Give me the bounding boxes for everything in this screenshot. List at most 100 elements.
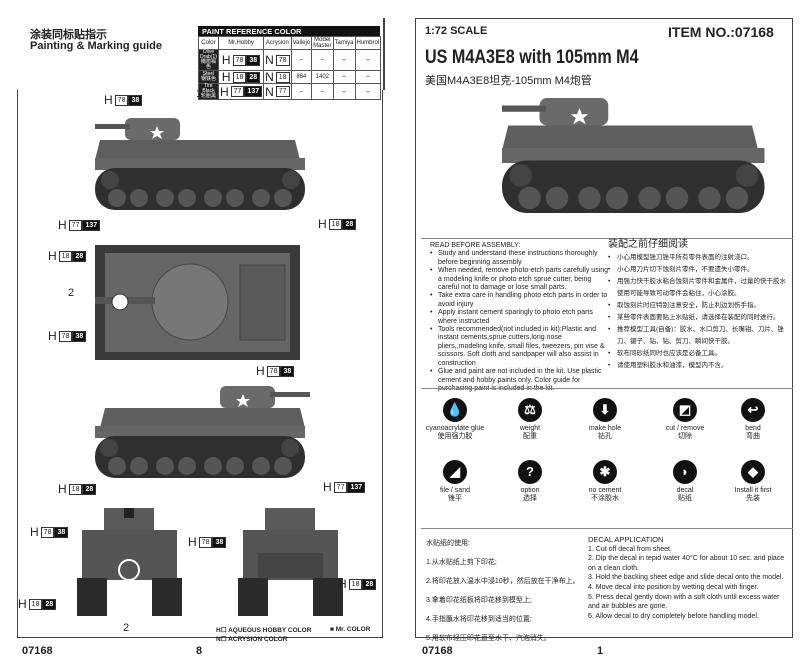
decal-step: 1. Cut off decal from sheet.: [588, 545, 672, 553]
symbol-label-en: cut / remove: [665, 425, 705, 432]
symbol-label-cn: 先装: [746, 495, 760, 502]
decal-step: 3. Hold the backing sheet edge and slide…: [588, 574, 784, 582]
item-number: ITEM NO.:07168: [668, 24, 774, 40]
weight-icon: ⚖: [518, 398, 542, 422]
section-heading: 装配之前仔细阅读: [608, 239, 688, 250]
symbol-label-en: no cement: [588, 487, 622, 494]
instruction-item: 用强力快干胶水粘合蚀刻片零件和金属件，过量的快干胶水使用可能导致可动零件会粘住，…: [608, 276, 791, 300]
tank-front-view: [77, 508, 182, 616]
tank-rear-view: [238, 508, 343, 616]
read-before-assembly-en: READ BEFORE ASSEMBLY: Study and understa…: [430, 242, 610, 393]
symbol-label-cn: 钻孔: [598, 433, 612, 440]
instruction-item: 取蚀刻片时应特别注意安全，防止利边划伤手指。: [608, 300, 791, 312]
header-cell: Vallejo: [290, 36, 313, 50]
marker-2: 2: [68, 287, 75, 299]
color-name: Steel 钢铁色: [198, 70, 219, 84]
vallejo-code: 864: [290, 70, 313, 84]
divider: [421, 388, 793, 389]
section-heading: DECAL APPLICATION: [588, 535, 664, 544]
divider: [421, 238, 793, 239]
symbol-label-cn: 使用强力胶: [437, 433, 473, 440]
table-caption: PAINT REFERENCE COLOR: [198, 26, 380, 36]
symbol-label-en: file / sand: [440, 487, 470, 494]
decal-step: 4.手指蘸水将印花移到适当的位置;: [426, 616, 532, 623]
legend-aqueous: H☐ AQUEOUS HOBBY COLOR: [216, 627, 312, 634]
decal-instructions-cn: 水贴纸的使用: 1.从水贴纸上剪下印花; 2.将印花放入温水中浸10秒，然后放在…: [426, 534, 591, 648]
symbol-label-en: option: [520, 487, 540, 494]
symbol-label-en: make hole: [588, 425, 622, 432]
legend-acrysion: N☐ ACRYSION COLOR: [216, 636, 288, 643]
decal-instructions-en: DECAL APPLICATION 1. Cut off decal from …: [588, 535, 788, 621]
footer-page-number: 1: [597, 645, 604, 657]
tamiya-code: –: [332, 70, 356, 84]
left-page-frame: [17, 90, 383, 638]
instruction-item: 请使用塑料胶水和油漆，模型内不含。: [608, 360, 791, 372]
section-heading: 水贴纸的使用:: [426, 540, 470, 547]
symbol-label-en: Install it first: [734, 487, 772, 494]
symbol-label-cn: 切除: [678, 433, 692, 440]
symbol-label-en: bend: [745, 425, 761, 432]
tamiya-code: –: [332, 83, 356, 100]
instruction-item: 小心用模型锉刀锉平所有零件表面的注射浇口。: [608, 252, 791, 264]
instruction-item: Study and understand these instructions …: [430, 250, 610, 267]
instruction-item: 软布同砂纸同时也应该是必备工具。: [608, 348, 791, 360]
tank-side-view-left: [95, 118, 305, 210]
model-title-cn: 美国M4A3E8坦克-105mm M4炮管: [425, 75, 592, 87]
frame-edge: [383, 18, 385, 90]
decal-step: 5. Press decal gently down with a soft c…: [588, 593, 780, 611]
humbrol-code: –: [354, 83, 382, 100]
decal-step: 5.用软布轻压印花直至水干、汽泡消失。: [426, 635, 551, 642]
knife-icon: ◩: [673, 398, 697, 422]
tank-side-view-right: [95, 386, 310, 478]
header-cell: Model Master: [311, 36, 334, 50]
decal-step: 3.拿着印花纸板将印花移到模型上;: [426, 597, 532, 604]
instruction-item: 小心用刀片切下蚀刻片零件，不要遗失小零件。: [608, 264, 791, 276]
scale-label: 1:72 SCALE: [425, 25, 488, 37]
read-before-assembly-cn: 装配之前仔细阅读 小心用模型锉刀锉平所有零件表面的注射浇口。 小心用刀片切下蚀刻…: [608, 238, 791, 372]
symbol-label-cn: 贴纸: [678, 495, 692, 502]
color-name: Olive Drab(1) 橄榄褐色: [198, 49, 219, 71]
drill-icon: ⬇: [593, 398, 617, 422]
header-cell: Color: [198, 36, 219, 50]
instruction-item: When needed, remove photo-etch parts car…: [430, 267, 610, 292]
decal-icon: ◗: [673, 460, 697, 484]
model-title-en: US M4A3E8 with 105mm M4: [425, 47, 639, 68]
instruction-item: Take extra care in handling photo etch p…: [430, 292, 610, 309]
symbol-label-en: decal: [676, 487, 694, 494]
footer-item-number: 07168: [22, 645, 53, 657]
table-header-row: Color Mr.Hobby Acrysion Vallejo Model Ma…: [198, 36, 382, 50]
footer-item-number: 07168: [422, 645, 453, 657]
instruction-item: Apply instant cement sparingly to photo …: [430, 309, 610, 326]
header-cell: Mr.Hobby: [217, 36, 265, 50]
guide-title-cn: 涂装同标贴指示: [30, 29, 107, 41]
section-heading: READ BEFORE ASSEMBLY:: [430, 242, 521, 249]
header-cell: Tamiya: [332, 36, 356, 50]
decal-step: 2. Dip the decal in tepid water 40°C for…: [588, 555, 785, 572]
model-master-code: –: [311, 49, 334, 71]
decal-step: 1.从水贴纸上剪下印花;: [426, 559, 497, 566]
divider: [421, 528, 793, 529]
symbol-label-en: weight: [519, 425, 541, 432]
legend-mr-color: ■ Mr. COLOR: [330, 626, 371, 633]
